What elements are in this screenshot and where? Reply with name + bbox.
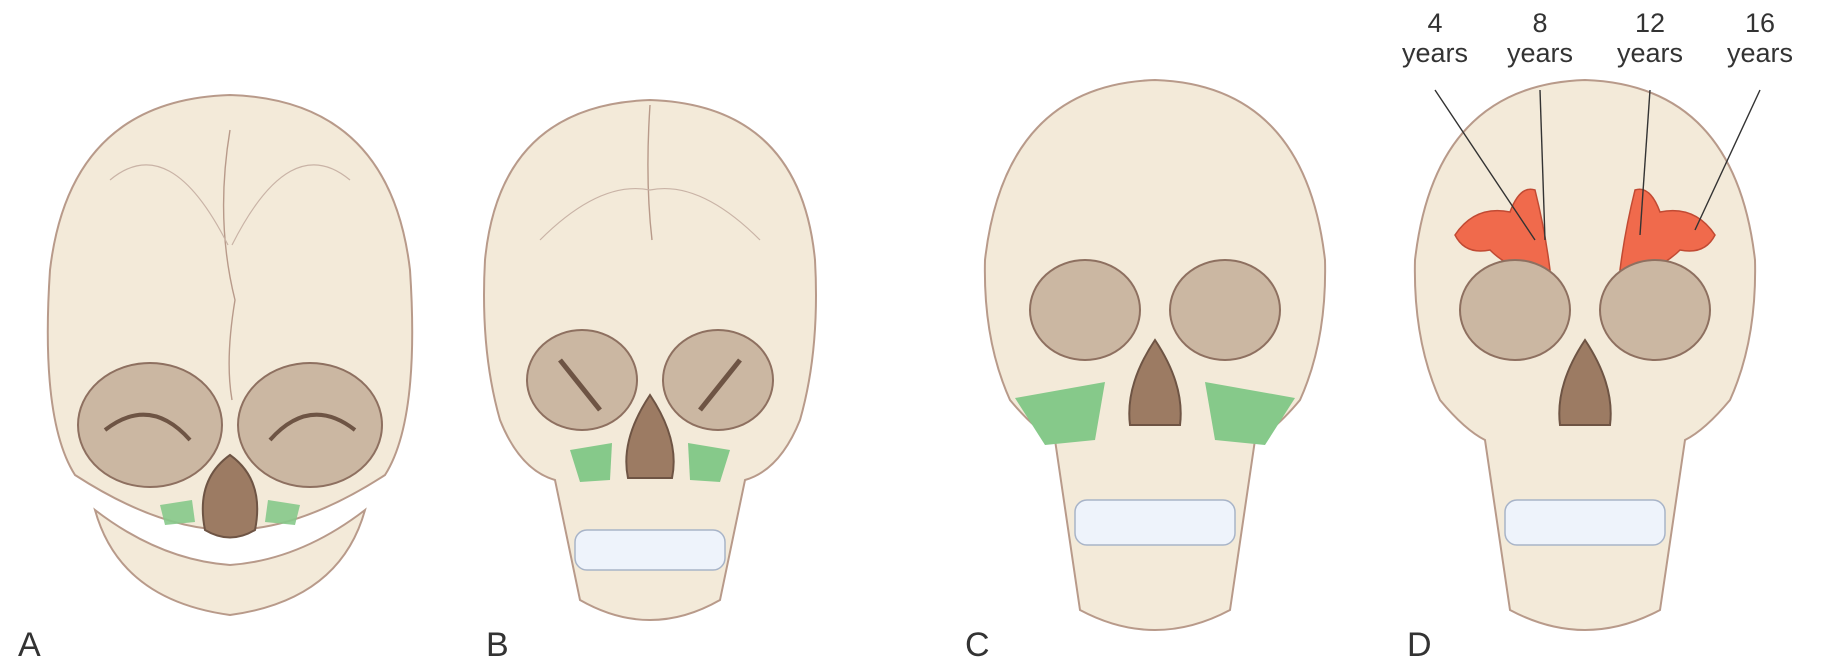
age-label-8-num: 8	[1485, 8, 1595, 38]
orbit-right	[663, 330, 773, 430]
panel-c: C	[955, 0, 1355, 671]
age-label-16-num: 16	[1705, 8, 1815, 38]
age-label-12-unit: years	[1595, 38, 1705, 68]
orbit-left	[1030, 260, 1140, 360]
panel-b: B	[470, 0, 830, 671]
panel-letter-c: C	[965, 626, 990, 665]
child-skull-illustration	[470, 0, 830, 671]
orbit-right	[1170, 260, 1280, 360]
teeth	[575, 530, 725, 570]
teeth	[1075, 500, 1235, 545]
age-label-4-unit: years	[1380, 38, 1490, 68]
panel-a: A	[0, 0, 460, 671]
panel-d: D 4 years 8 years 12 years 16 years	[1395, 0, 1837, 671]
age-label-16-unit: years	[1705, 38, 1815, 68]
age-label-16: 16 years	[1705, 8, 1815, 68]
age-label-8: 8 years	[1485, 8, 1595, 68]
panel-letter-d: D	[1407, 626, 1432, 665]
age-label-4: 4 years	[1380, 8, 1490, 68]
orbit-right	[1600, 260, 1710, 360]
age-label-12: 12 years	[1595, 8, 1705, 68]
panel-letter-a: A	[18, 626, 41, 665]
orbit-right	[238, 363, 382, 487]
orbit-left	[78, 363, 222, 487]
panel-letter-b: B	[486, 626, 509, 665]
orbit-left	[1460, 260, 1570, 360]
age-label-8-unit: years	[1485, 38, 1595, 68]
infant-skull-illustration	[0, 0, 460, 671]
adolescent-skull-illustration	[955, 0, 1355, 671]
age-label-12-num: 12	[1595, 8, 1705, 38]
teeth	[1505, 500, 1665, 545]
age-label-4-num: 4	[1380, 8, 1490, 38]
orbit-left	[527, 330, 637, 430]
adult-skull-illustration	[1395, 0, 1837, 671]
